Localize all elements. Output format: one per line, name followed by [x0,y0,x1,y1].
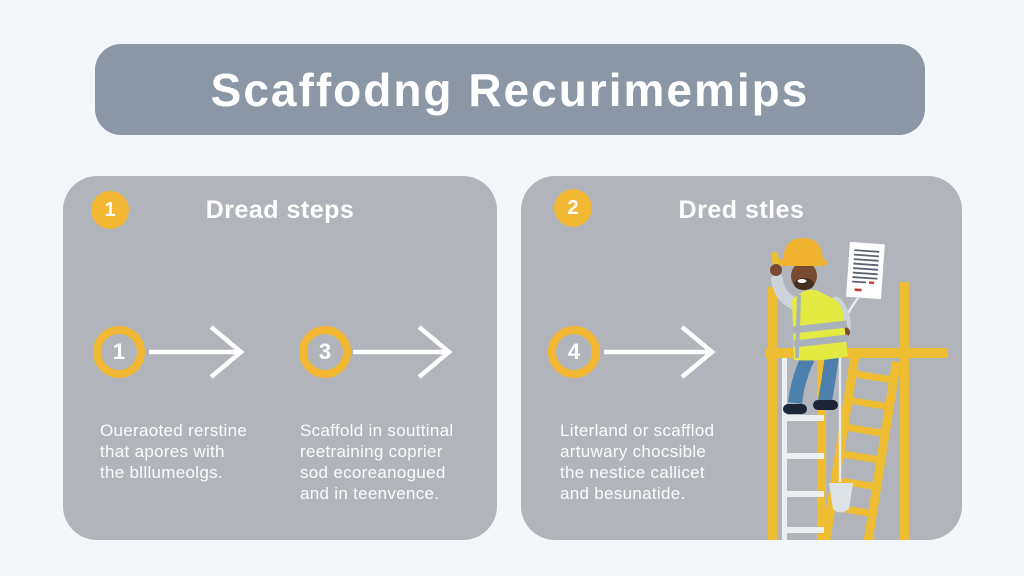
step-4-number-ring: 4 [548,326,600,378]
page-title: Scaffodng Recurimemips [210,63,810,116]
step-3-description: Scaffold in souttinal reetraining coprie… [300,421,454,503]
step-3-number: 3 [318,339,332,364]
step-ladder-icon [782,358,824,540]
step-4-description: Literland or scafflod artuwary chocsible… [560,421,715,503]
panel-2-badge: 2 [554,189,592,227]
construction-worker-icon [770,238,851,414]
header-banner: Scaffodng Recurimemips [95,44,925,135]
arrow-right-icon [604,325,716,379]
worker-on-scaffold-illustration [766,238,948,540]
checklist-document-icon [846,241,885,300]
step-1-number: 1 [112,339,126,364]
arrow-right-icon [149,325,245,379]
scaffold-left-rail [768,287,777,540]
panel-dread-steps: 1 Dread steps 1 3 Oueraoted rerstine tha… [63,176,497,540]
panel-2-title: Dred stles [678,196,805,224]
hard-hat-icon [783,238,823,262]
panel-dred-stles: 2 Dred stles 4 Literland or scafflod art… [521,176,962,540]
step-1-number-ring: 1 [93,326,145,378]
arrow-right-icon [353,325,453,379]
panel-1-title: Dread steps [205,196,355,224]
step-1-description: Oueraoted rerstine that apores with the … [100,421,248,482]
step-4-number: 4 [567,339,581,364]
panel-1-badge: 1 [91,191,129,229]
step-3-number-ring: 3 [299,326,351,378]
